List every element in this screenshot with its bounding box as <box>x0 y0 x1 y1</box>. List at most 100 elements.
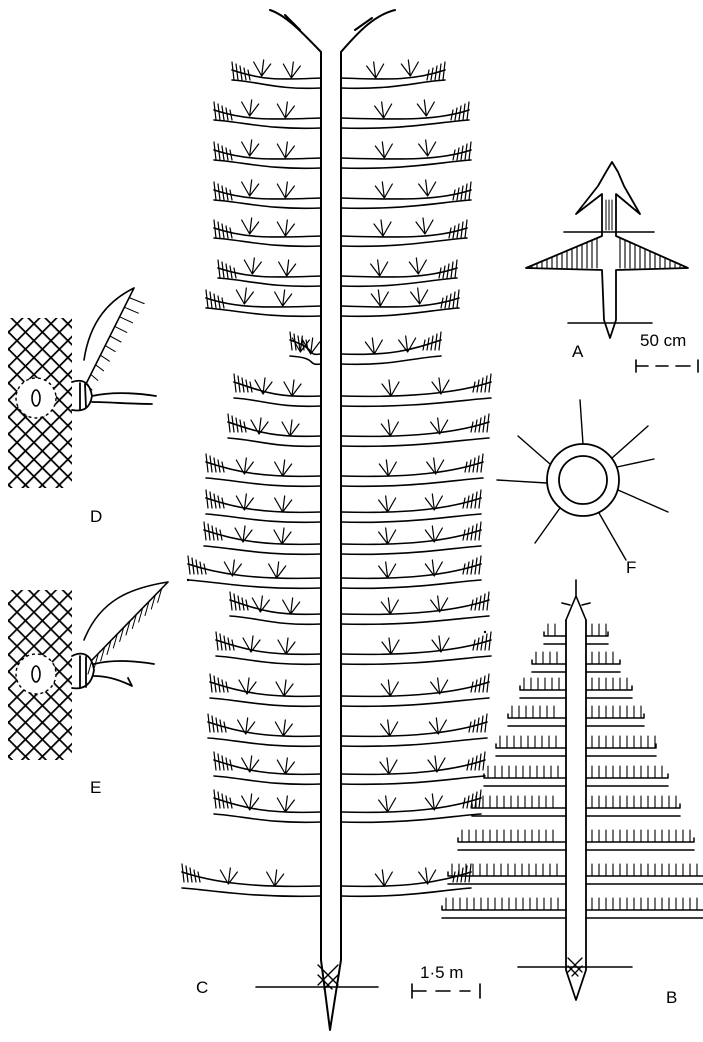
tree-a-outline <box>526 162 688 338</box>
branch-right <box>341 640 491 664</box>
branch-left <box>214 798 321 822</box>
label-f: F <box>626 558 636 577</box>
twig <box>381 598 398 614</box>
branch-left <box>218 268 321 286</box>
twig <box>371 290 388 306</box>
twig <box>382 638 399 654</box>
branch-left <box>484 774 566 786</box>
branch-left <box>216 640 321 664</box>
twig <box>381 420 398 436</box>
trunk-cross-section-f: F <box>497 400 668 577</box>
twig <box>401 60 418 76</box>
label-d: D <box>90 507 102 526</box>
hatch-line <box>110 336 121 342</box>
hatch-line <box>105 346 115 352</box>
twig <box>278 638 295 654</box>
branch-right <box>341 70 445 88</box>
branch-right <box>341 150 471 168</box>
hatch-line <box>120 317 133 323</box>
twig <box>267 870 284 886</box>
twig <box>283 62 300 78</box>
hatch-line <box>96 365 104 371</box>
branch-right <box>341 798 481 822</box>
hatch-line <box>124 307 138 313</box>
twig <box>374 220 391 236</box>
twig <box>419 140 436 156</box>
cross-section-inner <box>559 456 607 504</box>
twig <box>277 796 294 812</box>
twig <box>243 636 260 652</box>
branch-right <box>341 682 489 706</box>
twig <box>411 288 428 304</box>
stray-dot <box>187 579 189 581</box>
branch-right <box>341 600 489 624</box>
twig <box>381 720 398 736</box>
twig <box>379 528 396 544</box>
twig <box>275 460 292 476</box>
twig <box>375 102 392 118</box>
branch-left <box>204 530 321 554</box>
twig <box>242 218 259 234</box>
branch-right <box>341 340 441 364</box>
twig <box>379 796 396 812</box>
needle-hatch-d <box>86 298 144 390</box>
twig <box>236 288 253 304</box>
twig <box>269 562 286 578</box>
branch-right <box>586 686 632 698</box>
branch-left <box>230 600 321 624</box>
branch-right <box>341 498 481 522</box>
twig <box>379 496 396 512</box>
twig <box>242 140 259 156</box>
twig <box>284 380 301 396</box>
twig <box>277 220 294 236</box>
hatch-line <box>115 326 127 332</box>
branch-right <box>586 744 656 756</box>
branch-right <box>341 530 481 554</box>
twig <box>242 756 259 772</box>
bark-detail-e: E <box>8 582 168 797</box>
hatch-line <box>88 660 92 674</box>
branch-right <box>341 564 481 588</box>
cross-section-rays <box>497 400 668 560</box>
branch-right <box>341 722 487 746</box>
stray-dot <box>484 631 486 633</box>
twig <box>367 62 384 78</box>
twig <box>275 720 292 736</box>
twig <box>277 142 294 158</box>
tree-c: C <box>182 10 491 1030</box>
branch-left <box>188 564 321 588</box>
twig <box>277 182 294 198</box>
twig <box>275 496 292 512</box>
branch-base-e <box>72 654 154 689</box>
branch-right <box>586 714 644 726</box>
twig <box>242 794 259 810</box>
branch-right <box>586 660 620 672</box>
branch-left <box>214 760 321 784</box>
tree-b-tip <box>562 580 590 620</box>
twig <box>277 102 294 118</box>
branch-right <box>586 632 608 644</box>
twig <box>419 180 436 196</box>
branch-right <box>586 906 703 918</box>
twig <box>416 218 433 234</box>
twig <box>379 460 396 476</box>
twig <box>244 258 261 274</box>
branch-left <box>228 422 321 446</box>
bark-detail-d: D <box>8 288 156 526</box>
twig <box>279 260 296 276</box>
branch-right <box>341 190 471 208</box>
bud-core-d <box>32 390 40 406</box>
twig <box>254 60 271 76</box>
twig <box>375 182 392 198</box>
twig <box>283 598 300 614</box>
tree-c-crown-top <box>270 10 395 52</box>
label-e: E <box>90 778 101 797</box>
tree-c-branches <box>182 60 491 896</box>
hatch-line <box>129 298 144 304</box>
twig <box>255 378 272 394</box>
branch-right <box>341 462 483 486</box>
branch-right <box>586 804 680 816</box>
twig <box>371 260 388 276</box>
scale-small-bar <box>636 360 698 372</box>
branch-right <box>341 760 485 784</box>
